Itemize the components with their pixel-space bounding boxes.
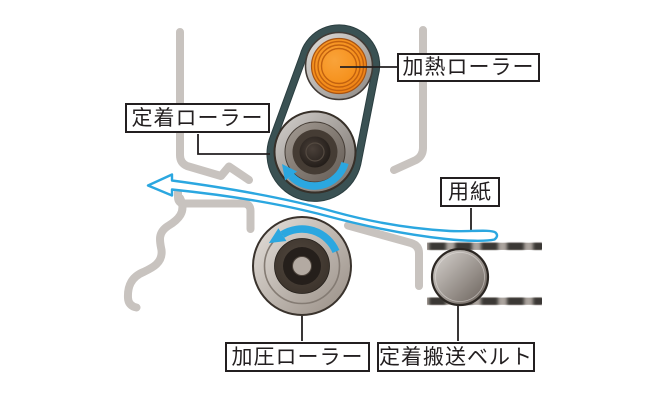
frame-guides (123, 26, 427, 312)
pressure-roller-rotation-arrow (268, 225, 340, 254)
label-pressure-roller: 加圧ローラー (225, 342, 370, 372)
frame-right-column (390, 26, 427, 174)
heating-roller (304, 31, 374, 101)
fixing-roller-rotation-arrow (282, 161, 349, 190)
paper-path-arrow (146, 173, 499, 242)
frame-right-guide (344, 221, 423, 290)
label-heating-roller: 加熱ローラー (397, 53, 540, 82)
label-fixing-roller: 定着ローラー (125, 103, 270, 133)
label-paper: 用紙 (440, 177, 500, 207)
leader-lines (197, 66, 472, 341)
transport-belt-roller (430, 247, 490, 307)
frame-left-column (176, 28, 253, 184)
frame-left-squiggle (123, 194, 187, 312)
leader-fixing-roller (197, 134, 270, 155)
label-fixing-transport-belt: 定着搬送ベルト (377, 342, 535, 372)
fixing-roller (273, 110, 357, 194)
